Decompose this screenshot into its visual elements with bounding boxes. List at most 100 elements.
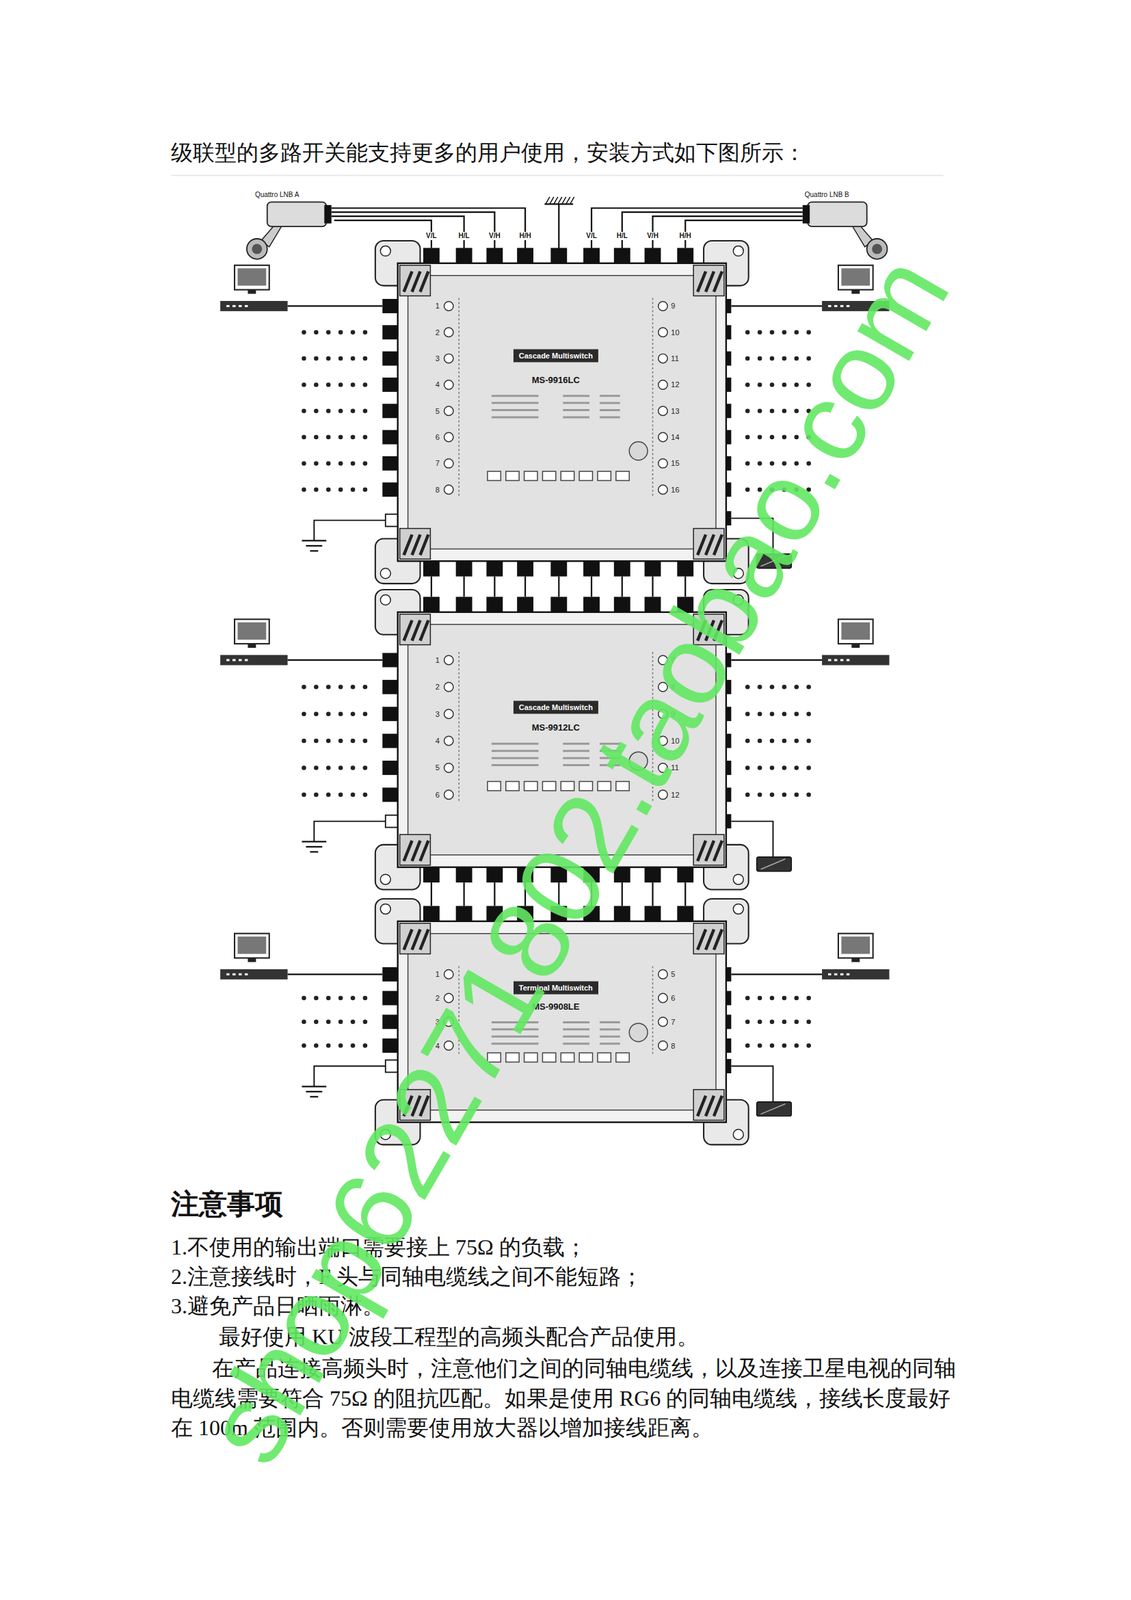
port-led <box>444 655 454 664</box>
spec-line <box>491 394 539 397</box>
more-outputs-dot <box>745 765 751 770</box>
trunk-cable <box>462 576 465 597</box>
lnb-ports <box>802 205 810 224</box>
port-led <box>444 327 454 337</box>
output-connector <box>382 482 399 497</box>
more-outputs-dot <box>313 711 319 716</box>
tv-monitor <box>234 265 270 290</box>
more-outputs-dot <box>806 1019 811 1025</box>
multiswitch: Cascade MultiswitchMS-9916LC <box>375 247 749 576</box>
receiver-box <box>220 655 288 666</box>
more-outputs-dot <box>326 1019 331 1025</box>
output-connector <box>382 377 399 392</box>
trunk-cable <box>590 576 593 597</box>
ground-symbol <box>301 840 327 842</box>
more-outputs-dot <box>757 995 763 1001</box>
receiver-button <box>232 304 236 308</box>
more-outputs-dot <box>338 765 344 770</box>
port-led <box>444 432 454 442</box>
signal-label: V/H <box>645 231 660 241</box>
port-led <box>444 789 454 799</box>
more-outputs-dot <box>745 1042 751 1048</box>
tv-screen <box>841 622 870 640</box>
lnb-label: Quattro LNB B <box>802 189 885 201</box>
more-outputs-dot <box>363 460 368 466</box>
more-outputs-dot <box>745 1019 751 1025</box>
port-led <box>658 1016 668 1026</box>
tv-stand <box>247 289 256 295</box>
port-number: 5 <box>435 406 440 416</box>
spec-line <box>491 742 539 745</box>
corner-block <box>400 528 431 560</box>
ground-wire <box>313 1066 385 1087</box>
receiver-button <box>238 658 242 661</box>
tv-set <box>220 933 288 980</box>
corner-connector <box>419 620 429 641</box>
output-connector <box>382 403 399 418</box>
symbol-icon <box>506 780 520 790</box>
model-number: MS-9916LC <box>531 374 580 385</box>
front-panel <box>408 275 716 550</box>
brand-logo <box>629 1022 648 1042</box>
more-outputs-dot <box>326 460 331 466</box>
coax-cable <box>557 576 560 597</box>
corner-connector <box>705 1095 714 1116</box>
corner-block <box>400 265 431 297</box>
more-outputs-dot <box>301 486 307 492</box>
more-outputs-dot <box>313 738 319 744</box>
more-outputs-dot <box>350 738 356 744</box>
tv-set <box>220 265 288 312</box>
mounting-hole <box>733 903 744 914</box>
more-outputs-dot <box>301 382 307 388</box>
power-adapter <box>756 856 792 872</box>
intro-text: 级联型的多路开关能支持更多的用户使用，安装方式如下图所示： <box>170 138 806 167</box>
more-outputs-dot <box>301 711 307 716</box>
corner-block <box>400 834 431 866</box>
corner-connector <box>412 840 421 861</box>
more-outputs-dot <box>350 1042 356 1048</box>
corner-connector <box>419 534 429 556</box>
more-outputs-dot <box>313 792 319 798</box>
output-connector <box>382 324 399 340</box>
spec-line <box>562 416 590 419</box>
trunk-cable <box>493 576 496 597</box>
output-bracket <box>652 965 654 1054</box>
port-number: 6 <box>435 789 440 799</box>
corner-connector <box>713 1095 723 1116</box>
spec-line <box>599 1027 621 1030</box>
product-banner: Cascade Multiswitch <box>513 349 599 363</box>
more-outputs-dot <box>782 684 788 690</box>
more-outputs-dot <box>326 486 331 492</box>
output-connector <box>382 990 399 1006</box>
more-outputs-dot <box>326 356 331 362</box>
spec-line <box>599 1042 621 1045</box>
more-outputs-dot <box>782 711 788 716</box>
ground-symbol <box>305 544 323 547</box>
antenna-hatch <box>557 196 563 204</box>
receiver-button <box>834 973 837 976</box>
corner-connector <box>404 534 413 556</box>
mounting-hole <box>380 568 391 579</box>
more-outputs-dot <box>301 434 307 440</box>
port-led <box>444 301 454 311</box>
port-number: 12 <box>670 380 680 390</box>
more-outputs-dot <box>301 792 307 798</box>
switch-body <box>397 263 727 561</box>
output-connector <box>382 1014 399 1029</box>
more-outputs-dot <box>769 711 775 716</box>
symbol-icon <box>616 1052 630 1062</box>
symbol-icon <box>506 471 520 481</box>
corner-block <box>400 614 431 645</box>
more-outputs-dot <box>794 711 800 716</box>
antenna-hatch <box>562 196 567 204</box>
tv-screen <box>237 268 267 286</box>
spec-line <box>491 749 539 752</box>
output-connector <box>382 351 399 366</box>
ground-wire <box>313 821 385 842</box>
more-outputs-dot <box>313 460 319 466</box>
port-number: 14 <box>670 432 680 442</box>
corner-connector <box>412 534 421 556</box>
more-outputs-dot <box>350 434 356 440</box>
port-led <box>658 432 668 442</box>
port-number: 8 <box>435 484 440 494</box>
